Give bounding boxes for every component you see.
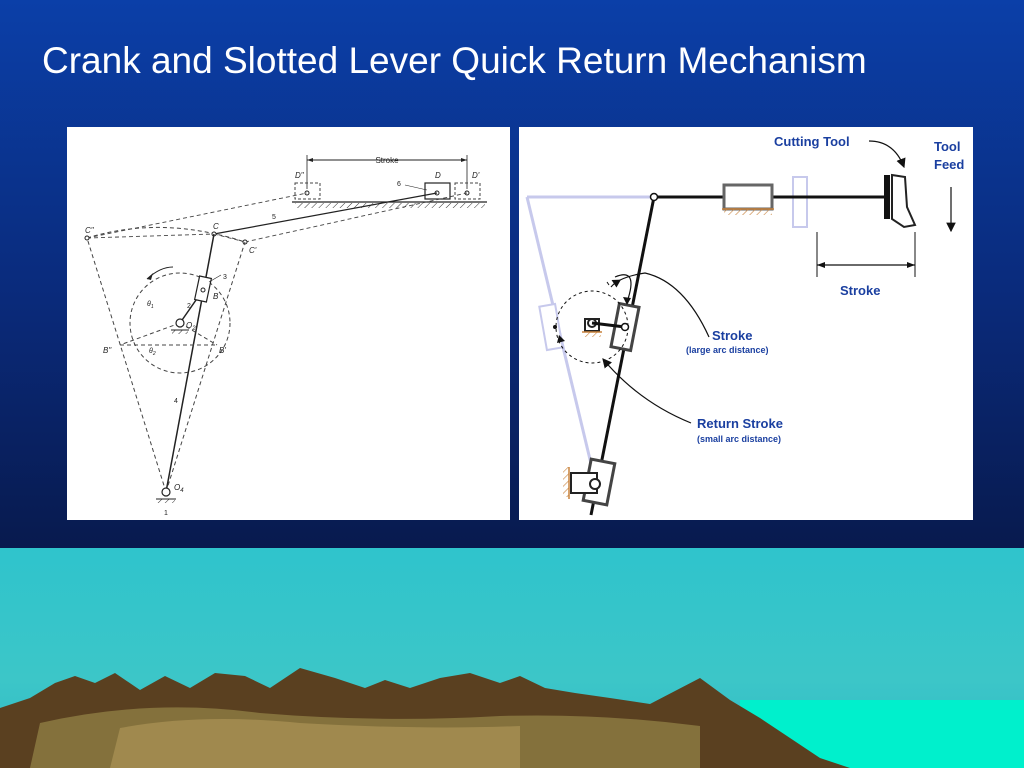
label-c: C [213, 222, 219, 231]
stroke-label: Stroke [375, 156, 399, 165]
tool-feed-label-line-2: Feed [934, 157, 964, 172]
label-o4: O4 [174, 483, 184, 494]
label-d-prime: D' [472, 171, 480, 180]
label-link-2: 2 [187, 303, 191, 310]
link-5 [213, 192, 438, 235]
cutting-tool [891, 173, 917, 229]
schematic-diagram: Stroke D" D D' 6 5 C" C C' 4 [84, 155, 487, 517]
label-b-double-prime: B" [103, 346, 112, 355]
ghost-tool-position [792, 176, 808, 228]
label-link-6: 6 [397, 181, 401, 188]
annotated-mechanism-panel: Cutting Tool Tool Feed Stroke Stroke (la… [519, 127, 973, 520]
label-b-prime: B' [219, 346, 226, 355]
pivot-o2 [175, 318, 185, 328]
slider-d-prime [454, 182, 481, 200]
label-c-double-prime: C" [85, 226, 95, 235]
ground-hatch [295, 203, 485, 208]
cutting-tool-label: Cutting Tool [774, 134, 850, 149]
schematic-diagram-panel: Stroke D" D D' 6 5 C" C C' 4 [67, 127, 510, 520]
label-b: B [213, 292, 219, 301]
stroke-annotation-subtitle: (large arc distance) [686, 345, 769, 355]
label-theta-1: θ1 [147, 301, 154, 310]
return-stroke-subtitle: (small arc distance) [697, 434, 781, 444]
label-link-4: 4 [174, 398, 178, 405]
label-d-double-prime: D" [295, 171, 305, 180]
crank-circle [129, 272, 231, 374]
slider-d-double-prime [294, 182, 321, 200]
return-stroke-label: Return Stroke [697, 416, 783, 431]
label-c-prime: C' [249, 246, 257, 255]
lever-pivot [589, 478, 601, 490]
pivot-o4 [161, 487, 171, 497]
mountain-landscape [0, 668, 1024, 768]
crank-arm [591, 321, 626, 329]
label-o2: O2 [186, 321, 196, 332]
tool-feed-label-line-1: Tool [934, 139, 960, 154]
tool-holder [884, 175, 890, 219]
annotated-mechanism-diagram: Cutting Tool Tool Feed Stroke Stroke (la… [525, 134, 964, 516]
slide-title: Crank and Slotted Lever Quick Return Mec… [42, 40, 867, 81]
label-link-3: 3 [223, 274, 227, 281]
label-link-5: 5 [272, 214, 276, 221]
label-theta-2: θ2 [149, 348, 156, 357]
stroke-top-label: Stroke [840, 283, 880, 298]
label-link-1: 1 [164, 510, 168, 517]
label-d: D [435, 171, 441, 180]
ram-guide-block [722, 183, 774, 211]
stroke-annotation-label: Stroke [712, 328, 752, 343]
